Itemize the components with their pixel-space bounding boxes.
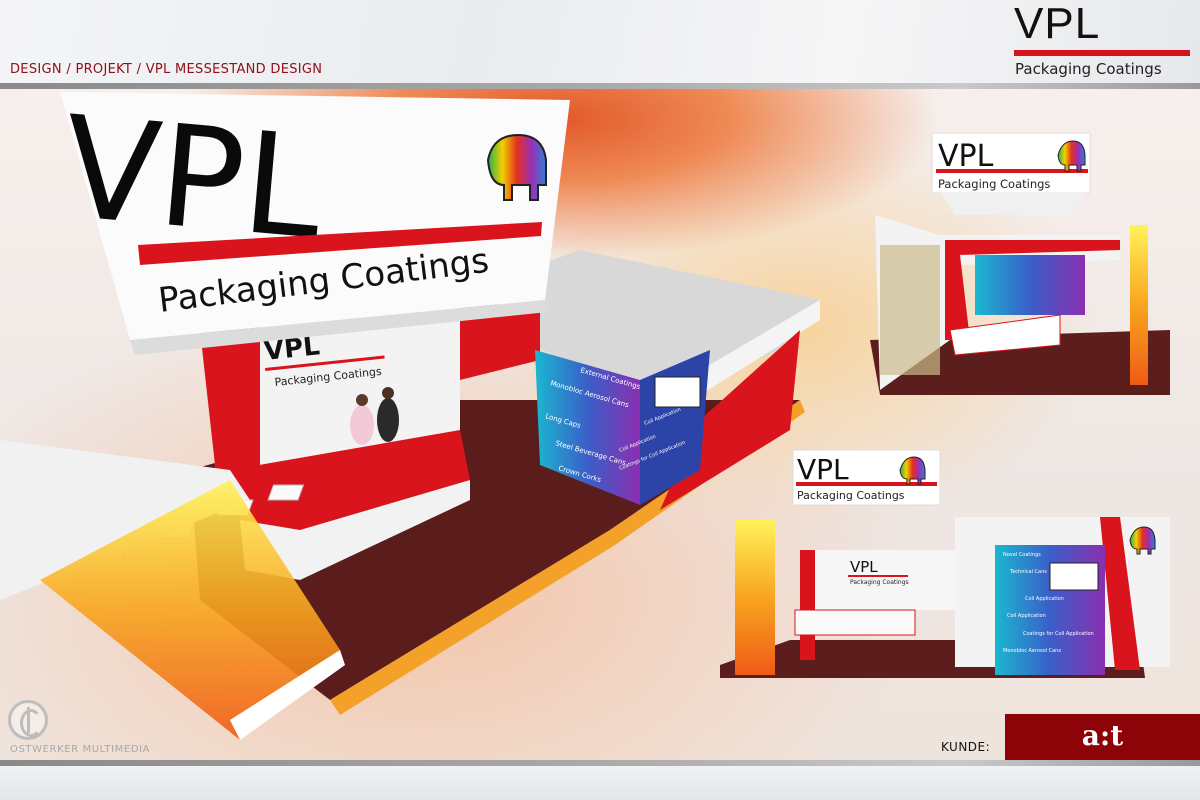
product-column: External Coatings Monobloc Aerosol Cans … bbox=[535, 350, 710, 505]
side-render-top: VPL Packaging Coatings bbox=[870, 132, 1170, 395]
logo-tagline: Packaging Coatings bbox=[1015, 60, 1162, 78]
light-tower bbox=[735, 520, 775, 675]
elephant-icon bbox=[899, 456, 926, 485]
reception-counter bbox=[230, 430, 470, 530]
logo-red-bar bbox=[1014, 50, 1190, 56]
cans-display bbox=[880, 245, 940, 375]
floor bbox=[870, 330, 1170, 395]
red-pillar bbox=[800, 550, 815, 660]
wall-label: Novel Coatings bbox=[1003, 552, 1041, 558]
wall-screen bbox=[1049, 562, 1099, 591]
sign-edge bbox=[130, 300, 548, 355]
rear-wall bbox=[815, 550, 955, 610]
sign-red-bar bbox=[936, 169, 1088, 173]
red-frame bbox=[1100, 517, 1140, 670]
wall-red-bar bbox=[265, 355, 385, 371]
light-tower bbox=[40, 480, 340, 740]
left-roof bbox=[0, 440, 250, 600]
sign-vpl-text: VPL bbox=[797, 453, 849, 486]
sign-tagline: Packaging Coatings bbox=[938, 177, 1050, 191]
booth-renders: VPL Packaging Coatings External Coatings… bbox=[0, 89, 1200, 760]
header-band: DESIGN / PROJEKT / VPL MESSESTAND DESIGN… bbox=[0, 0, 1200, 83]
elephant-icon bbox=[486, 133, 547, 201]
breadcrumb[interactable]: DESIGN / PROJEKT / VPL MESSESTAND DESIGN bbox=[10, 62, 323, 77]
wall-label: Monobloc Aerosol Cans bbox=[1003, 648, 1061, 654]
counter-front bbox=[240, 480, 470, 580]
sign-bottom bbox=[940, 193, 1085, 215]
main-booth-render: VPL Packaging Coatings External Coatings… bbox=[0, 89, 1170, 740]
stool bbox=[267, 484, 305, 501]
ostwerker-logo-icon bbox=[8, 700, 48, 740]
tower-base bbox=[230, 650, 345, 740]
column-screen bbox=[654, 376, 701, 408]
red-wall-panel bbox=[200, 320, 260, 510]
sign-red-bar bbox=[796, 482, 937, 486]
column-left-face bbox=[535, 350, 640, 505]
staff-person bbox=[350, 405, 374, 445]
product-wall bbox=[975, 255, 1085, 315]
client-logo: a:t bbox=[1005, 714, 1200, 760]
staff-head bbox=[382, 387, 394, 399]
wall-label: Coatings for Coil Application bbox=[1023, 631, 1094, 637]
elephant-icon bbox=[1057, 140, 1086, 172]
wall-vpl-text: VPL bbox=[850, 558, 878, 576]
footer-band bbox=[0, 766, 1200, 800]
logo-title: VPL bbox=[1014, 0, 1101, 48]
wall-label: Coil Application bbox=[1007, 613, 1046, 619]
staff-head bbox=[356, 394, 368, 406]
side-render-bottom: Novel Coatings Technical Cans Coil Appli… bbox=[720, 449, 1170, 678]
counter bbox=[949, 314, 1061, 356]
wall-tagline: Packaging Coatings bbox=[850, 579, 909, 586]
elephant-icon bbox=[1129, 526, 1156, 555]
agency-logo: OSTWERKER MULTIMEDIA bbox=[8, 700, 188, 760]
light-tower bbox=[1130, 225, 1148, 385]
hanging-sign bbox=[60, 92, 570, 340]
vpl-logo: VPL Packaging Coatings bbox=[1014, 2, 1192, 82]
divider-top bbox=[0, 83, 1200, 89]
divider-bottom bbox=[0, 760, 1200, 766]
staff-person bbox=[377, 398, 399, 442]
wall-label: Coil Application bbox=[1025, 596, 1064, 602]
agency-name: OSTWERKER MULTIMEDIA bbox=[10, 744, 151, 755]
sign-tagline: Packaging Coatings bbox=[797, 489, 905, 502]
sign-red-bar bbox=[138, 222, 542, 265]
red-wall-panel-2 bbox=[460, 300, 540, 380]
wall-red-bar bbox=[848, 575, 908, 577]
wall-label: Technical Cans bbox=[1009, 569, 1047, 575]
sign-vpl-text: VPL bbox=[938, 139, 994, 174]
client-label: KUNDE: bbox=[941, 740, 991, 754]
counter bbox=[794, 609, 916, 636]
